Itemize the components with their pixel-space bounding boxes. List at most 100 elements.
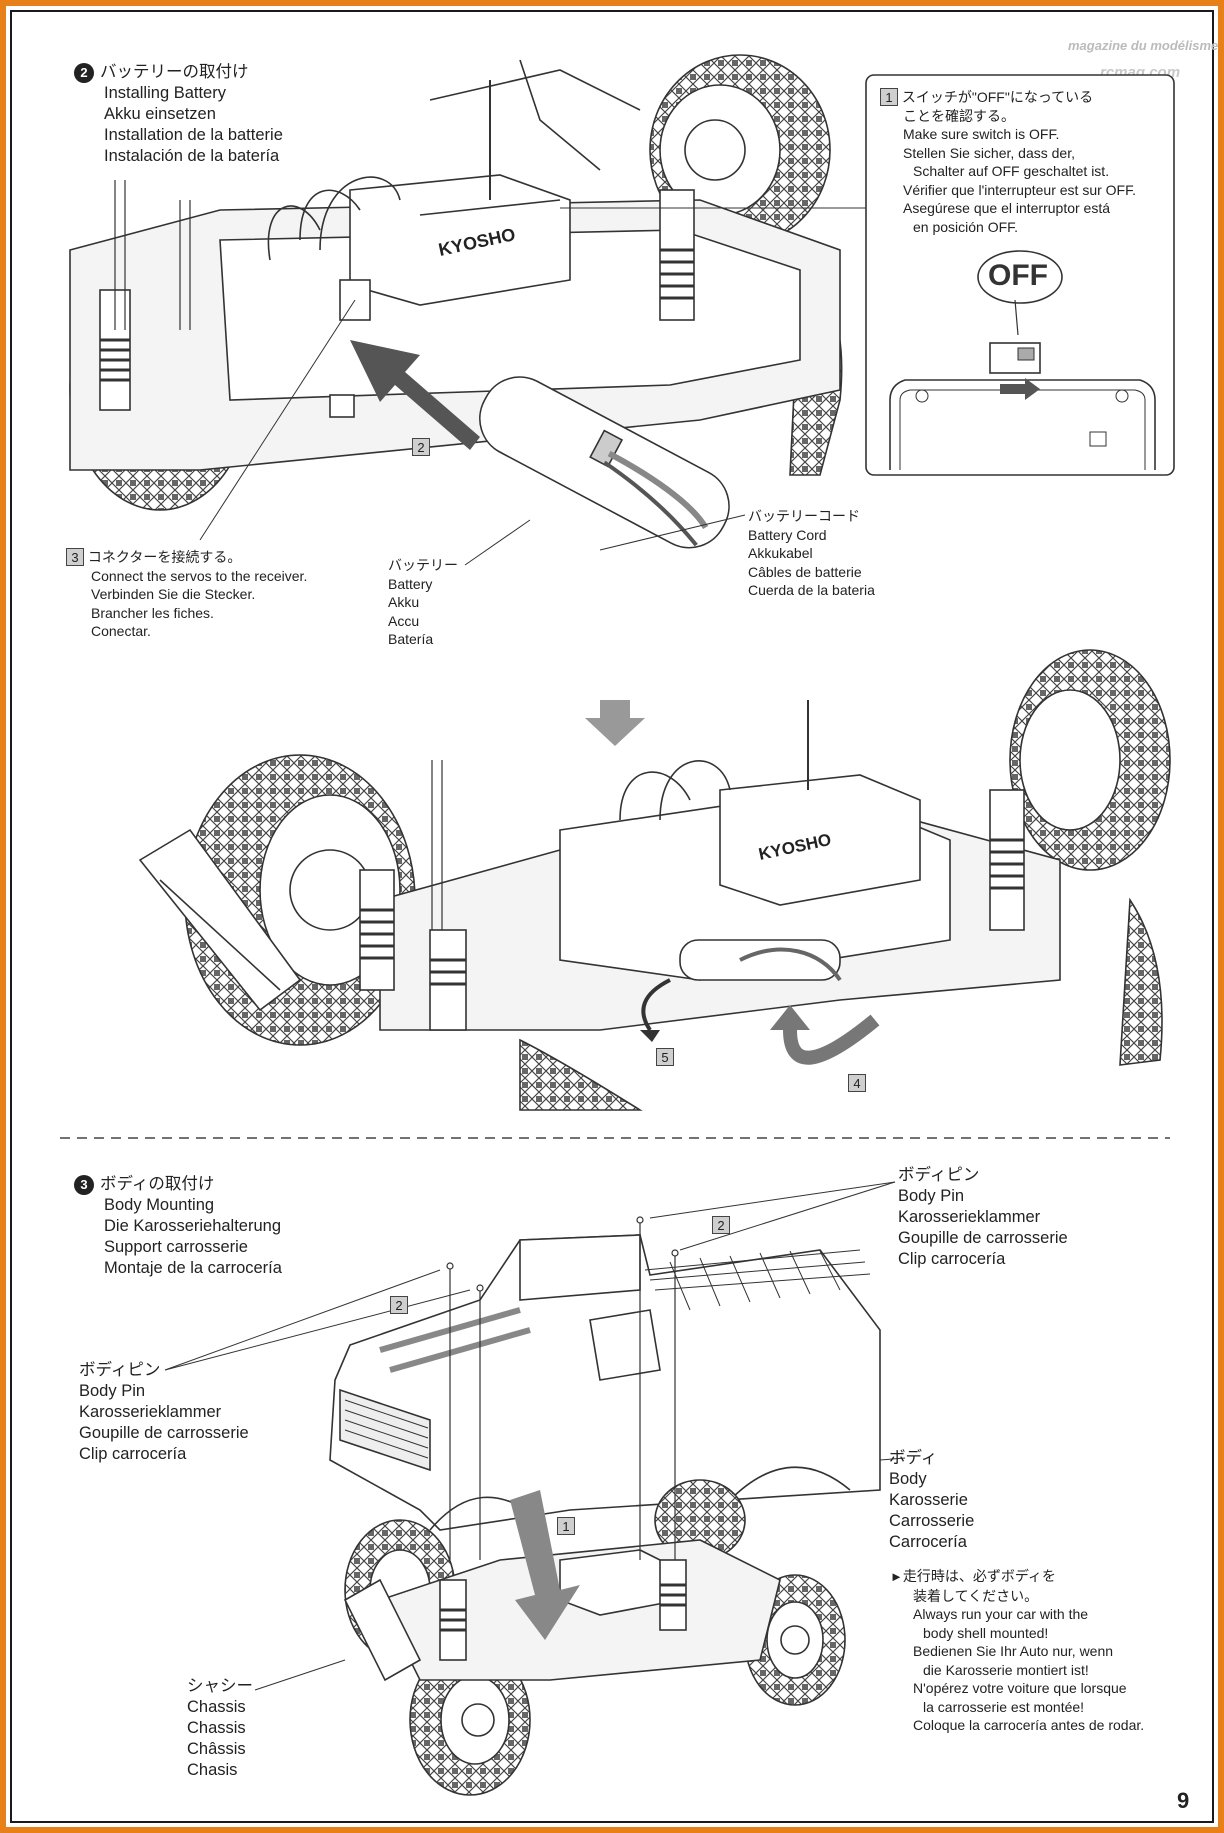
battery-label-fr: Accu bbox=[388, 612, 420, 629]
mount-step-number: 1 bbox=[557, 1517, 575, 1535]
body-pin-right-en: Body Pin bbox=[898, 1187, 965, 1205]
page-number: 9 bbox=[1177, 1788, 1190, 1813]
pin-step-marker-right: 2 bbox=[712, 1216, 730, 1235]
latch-arrows bbox=[640, 978, 880, 1065]
step1-line-3: Stellen Sie sicher, dass der, bbox=[903, 144, 1075, 161]
step1-line-2: Make sure switch is OFF. bbox=[903, 126, 1060, 142]
section3-title-fr: Support carrosserie bbox=[104, 1238, 248, 1256]
step3-line-1: Connect the servos to the receiver. bbox=[91, 567, 308, 584]
battery-cord-labels: バッテリーコード Battery Cord Akkukabel Câbles d… bbox=[748, 507, 875, 600]
top-chassis-drawing: KYOSHO bbox=[69, 54, 843, 549]
body-shell-drawing bbox=[329, 1234, 881, 1531]
section2-title-es: Instalación de la batería bbox=[104, 147, 280, 165]
body-label-es: Carrocería bbox=[889, 1533, 967, 1551]
pin-step-marker-left: 2 bbox=[390, 1296, 408, 1315]
battery-label-de: Akku bbox=[388, 594, 420, 610]
off-label: OFF bbox=[988, 259, 1048, 292]
caution-line-5: die Karosserie montiert ist! bbox=[923, 1661, 1089, 1678]
section2-title-fr: Installation de la batterie bbox=[104, 126, 283, 144]
pin-step-number-right: 2 bbox=[712, 1216, 730, 1234]
body-pin-left-en: Body Pin bbox=[79, 1382, 146, 1400]
step3-instructions: 3 コネクターを接続する。 Connect the servos to the … bbox=[66, 548, 307, 641]
chassis-label-de: Chassis bbox=[187, 1719, 246, 1737]
down-arrow bbox=[585, 700, 645, 746]
step1-line-7: en posición OFF. bbox=[913, 218, 1019, 235]
body-pin-right-fr: Goupille de carrosserie bbox=[898, 1229, 1068, 1247]
battery-cord-label-fr: Câbles de batterie bbox=[748, 563, 862, 580]
chassis-label-ja: シャシー bbox=[187, 1677, 253, 1695]
step3-number: 3 bbox=[66, 548, 84, 566]
caution-line-6: N'opérez votre voiture que lorsque bbox=[913, 1680, 1127, 1696]
pin-step-number-left: 2 bbox=[390, 1296, 408, 1314]
step3-line-4: Conectar. bbox=[91, 623, 151, 639]
body-pin-right-es: Clip carrocería bbox=[898, 1250, 1006, 1268]
battery-cord-label-en: Battery Cord bbox=[748, 526, 827, 543]
off-switch-inset bbox=[865, 74, 1175, 476]
body-label-de: Karosserie bbox=[889, 1491, 968, 1509]
battery-cord-label-es: Cuerda de la bateria bbox=[748, 582, 875, 598]
step1-line-1: ことを確認する。 bbox=[903, 107, 1015, 124]
section3-title-es: Montaje de la carrocería bbox=[104, 1259, 282, 1277]
caution-line-0: 走行時は、必ずボディを bbox=[902, 1568, 1056, 1584]
mount-step-marker: 1 bbox=[557, 1517, 575, 1536]
body-label-en: Body bbox=[889, 1470, 927, 1488]
caution-line-4: Bedienen Sie Ihr Auto nur, wenn bbox=[913, 1643, 1114, 1659]
chassis-label-es: Chasis bbox=[187, 1761, 238, 1779]
body-pin-left-es: Clip carrocería bbox=[79, 1445, 187, 1463]
section3-number: 3 bbox=[74, 1174, 94, 1195]
section2-title-de: Akku einsetzen bbox=[104, 105, 216, 123]
body-pin-right-de: Karosserieklammer bbox=[898, 1208, 1041, 1226]
body-labels: ボディ Body Karosserie Carrosserie Carrocer… bbox=[889, 1448, 974, 1553]
battery-insert-arrow bbox=[350, 340, 480, 450]
step4-number: 4 bbox=[848, 1074, 866, 1092]
section2-title-en: Installing Battery bbox=[104, 84, 226, 102]
step4-marker: 4 bbox=[848, 1074, 866, 1093]
step5-marker: 5 bbox=[656, 1048, 674, 1067]
caution-line-1: 装着してください。 bbox=[913, 1587, 1039, 1604]
caution-line-7: la carrosserie est montée! bbox=[923, 1698, 1085, 1715]
step2-marker: 2 bbox=[412, 438, 430, 457]
page-inner-border bbox=[10, 10, 1214, 1823]
section3-title-de: Die Karosseriehalterung bbox=[104, 1217, 282, 1235]
body-mount-arrow bbox=[510, 1490, 580, 1640]
body-pin-left-labels: ボディピン Body Pin Karosserieklammer Goupill… bbox=[79, 1360, 249, 1465]
body-pin-right-labels: ボディピン Body Pin Karosserieklammer Goupill… bbox=[898, 1165, 1068, 1270]
battery-labels: バッテリー Battery Akku Accu Batería bbox=[388, 556, 458, 649]
step1-line-4: Schalter auf OFF geschaltet ist. bbox=[913, 163, 1110, 179]
body-pin-left-de: Karosserieklammer bbox=[79, 1403, 222, 1421]
caution-line-2: Always run your car with the bbox=[913, 1606, 1089, 1622]
chassis-drawing bbox=[343, 1479, 846, 1796]
step3-line-0: コネクターを接続する。 bbox=[87, 549, 242, 565]
section2-number: 2 bbox=[74, 62, 94, 83]
step3-line-3: Brancher les fiches. bbox=[91, 604, 214, 621]
battery-cord-label-ja: バッテリーコード bbox=[748, 508, 860, 524]
caution-line-8: Coloque la carrocería antes de rodar. bbox=[913, 1717, 1145, 1733]
battery-label-ja: バッテリー bbox=[388, 557, 458, 573]
step1-number: 1 bbox=[880, 88, 898, 106]
battery-label-en: Battery bbox=[388, 575, 433, 592]
battery-label-es: Batería bbox=[388, 631, 434, 647]
caution-note: ►走行時は、必ずボディを 装着してください。 Always run your c… bbox=[890, 1567, 1144, 1735]
section3-title-en: Body Mounting bbox=[104, 1196, 215, 1214]
body-pin-left-fr: Goupille de carrosserie bbox=[79, 1424, 249, 1442]
step1-line-6: Asegúrese que el interruptor está bbox=[903, 200, 1111, 216]
leader-lines bbox=[164, 1181, 906, 1691]
body-posts bbox=[446, 1216, 679, 1560]
middle-chassis-drawing: KYOSHO bbox=[138, 649, 1171, 1111]
chassis-labels: シャシー Chassis Chassis Châssis Chasis bbox=[187, 1676, 253, 1781]
caution-line-3: body shell mounted! bbox=[923, 1624, 1049, 1641]
step2-number: 2 bbox=[412, 438, 430, 456]
section3-title-ja: ボディの取付け bbox=[100, 1175, 215, 1193]
body-pin-left-ja: ボディピン bbox=[79, 1361, 161, 1379]
step1-line-0: スイッチが"OFF"になっている bbox=[901, 89, 1094, 105]
step1-line-5: Vérifier que l'interrupteur est sur OFF. bbox=[903, 181, 1136, 198]
body-pin-right-ja: ボディピン bbox=[898, 1166, 980, 1184]
caution-marker: ► bbox=[890, 1569, 903, 1584]
watermark-tagline: magazine du modélisme bbox=[1068, 38, 1219, 53]
step5-number: 5 bbox=[656, 1048, 674, 1066]
body-label-fr: Carrosserie bbox=[889, 1512, 975, 1530]
body-label-ja: ボディ bbox=[889, 1449, 938, 1467]
